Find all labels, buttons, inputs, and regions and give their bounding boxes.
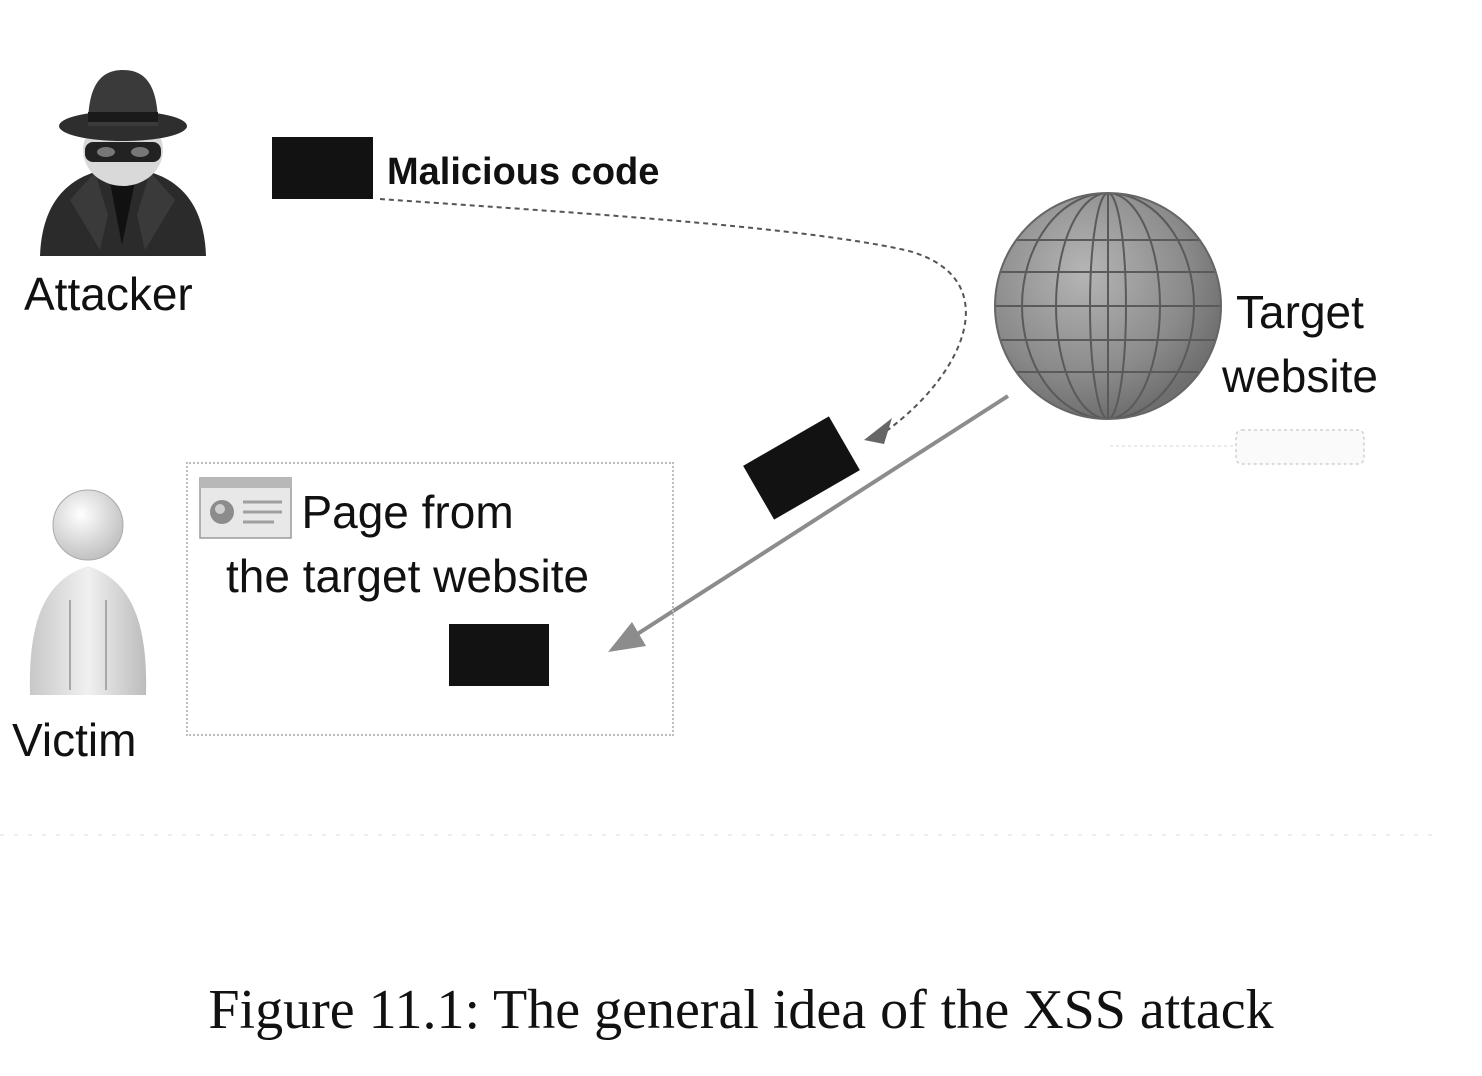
browser-window-icon [199,477,292,539]
page-label-line-1: Page from [301,486,514,538]
victim-label: Victim [12,714,137,766]
figure-caption: Figure 11.1: The general idea of the XSS… [208,979,1274,1041]
page-label: Page from the target website [226,480,589,608]
victim-person-icon [29,489,147,695]
attacker-label: Attacker [24,268,193,320]
target-label-line-2: website [1222,350,1378,402]
page-label-line-2: the target website [226,550,590,602]
globe-icon [994,192,1365,465]
dashed-injection-arrow [379,198,967,444]
malicious-code-block-in-page [449,624,549,686]
delivery-arrow [608,394,1010,652]
malicious-code-label: Malicious code [387,151,660,193]
target-website-label: Target website [1222,280,1378,408]
malicious-code-block [272,137,373,199]
target-label-line-1: Target [1236,286,1364,338]
attacker-spy-icon [40,70,206,256]
target-page-box [186,462,674,736]
